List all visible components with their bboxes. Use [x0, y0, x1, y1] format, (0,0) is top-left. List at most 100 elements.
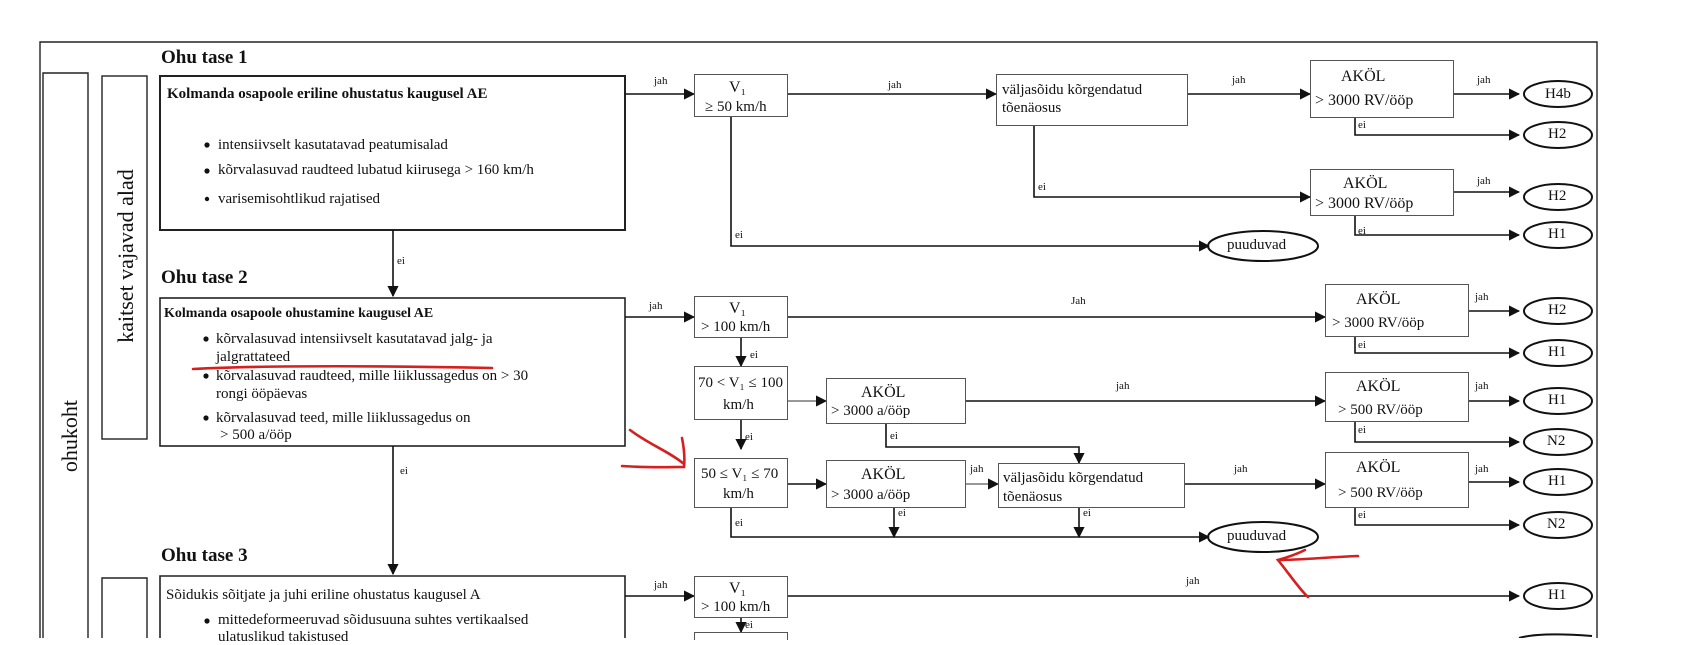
- edge-label-yes: jah: [1186, 575, 1200, 587]
- edge-label-yes: jah: [649, 300, 663, 312]
- outer-frame: [39, 41, 1598, 638]
- node-v70-100: 70 < V₁ ≤ 100 km/h: [694, 366, 788, 420]
- edge-label-yes: jah: [654, 75, 668, 87]
- edge-label-no: ei: [735, 229, 743, 241]
- node-akol-d: AKÖL > 3000 a/ööp: [826, 378, 966, 424]
- level2-box-title: Kolmanda osapoole ohustamine kaugusel AE: [164, 306, 434, 321]
- red-underline: [191, 364, 494, 371]
- level2-item: kõrvalasuvad teed, mille liiklussagedus …: [216, 410, 471, 426]
- edge-label-yes: jah: [1116, 380, 1130, 392]
- edge-label-no: ei: [898, 507, 906, 519]
- red-arrow-2-head: [1275, 548, 1310, 599]
- node-v50-70: 50 ≤ V₁ ≤ 70 km/h: [694, 458, 788, 508]
- red-arrow-1-line: [628, 428, 686, 466]
- edge-label-no: ei: [397, 255, 405, 267]
- outcome-label: H2: [1548, 188, 1567, 204]
- edge-label-no: ei: [1358, 225, 1366, 237]
- outcome-puuduvad-2: [1207, 521, 1319, 553]
- outcome-label: N2: [1547, 516, 1566, 532]
- arrows: [387, 88, 1521, 634]
- outcome-partial: [1518, 633, 1593, 638]
- edge-label-yes: jah: [888, 79, 902, 91]
- level3-box-title: Sõidukis sõitjate ja juhi eriline ohusta…: [166, 587, 481, 603]
- edge-label-no: ei: [745, 619, 753, 631]
- outcome-label: N2: [1547, 433, 1566, 449]
- red-annotations: [191, 364, 1360, 599]
- outcome-label: H4b: [1545, 86, 1571, 102]
- level3-title: Ohu tase 3: [161, 545, 248, 566]
- level3-item: mittedeformeeruvad sõidusuuna suhtes ver…: [218, 612, 529, 628]
- edge-label-yes: jah: [1234, 463, 1248, 475]
- level2-item: rongi ööpäevas: [216, 386, 308, 402]
- outcome-label: H1: [1548, 587, 1567, 603]
- outcome-h1-a: [1523, 221, 1593, 249]
- level1-title: Ohu tase 1: [161, 47, 248, 68]
- level2-item: jalgrattateed: [216, 349, 291, 365]
- level1-item: intensiivselt kasutatavad peatumisalad: [218, 137, 448, 153]
- inner-side-band-1: [101, 75, 148, 440]
- outcome-label: H1: [1548, 226, 1567, 242]
- edge-label-no: ei: [1083, 507, 1091, 519]
- node-v1-100: V₁ > 100 km/h: [694, 296, 788, 338]
- node-v1-50: V₁ ≥ 50 km/h: [694, 74, 788, 117]
- outcome-n2-a: [1523, 428, 1593, 456]
- edge-label-no: ei: [1038, 181, 1046, 193]
- node-akol-e: AKÖL > 500 RV/ööp: [1325, 372, 1469, 422]
- node-v1-100-b: V₁ > 100 km/h: [694, 576, 788, 618]
- edge-label-no: ei: [1358, 339, 1366, 351]
- edge-label-yes: jah: [1232, 74, 1246, 86]
- edge-label-yes: jah: [1477, 175, 1491, 187]
- red-arrow-1-head: [620, 436, 686, 469]
- inner-side-band-2: [101, 577, 148, 638]
- outcome-label: H1: [1548, 344, 1567, 360]
- bullet-dots: [203, 142, 210, 624]
- edge-label-yes: jah: [1475, 463, 1489, 475]
- edge-label-yes: jah: [970, 463, 984, 475]
- level3-frame: [159, 575, 626, 638]
- outcome-label: puuduvad: [1227, 528, 1287, 544]
- node-akol-f: AKÖL > 3000 a/ööp: [826, 460, 966, 508]
- node-run-probability-1: väljasõidu kõrgendatud tõenäosus: [996, 74, 1188, 126]
- outcome-label: H1: [1548, 473, 1567, 489]
- level2-item: kõrvalasuvad intensiivselt kasutatavad j…: [216, 331, 493, 347]
- edge-label-yes: jah: [1477, 74, 1491, 86]
- node-cut-off: [694, 632, 788, 640]
- edge-label-yes: jah: [1475, 380, 1489, 392]
- side-label-ohukoht: ohukoht: [57, 399, 82, 473]
- level1-item: varisemisohtlikud rajatised: [218, 191, 381, 207]
- red-arrow-2-line: [1276, 554, 1360, 562]
- level2-item: kõrvalasuvad raudteed, mille liiklussage…: [216, 368, 529, 384]
- outcome-h2-c: [1523, 297, 1593, 325]
- edge-label-no: ei: [1358, 119, 1366, 131]
- outcome-label: puuduvad: [1227, 237, 1287, 253]
- node-akol-a: AKÖL > 3000 RV/ööp: [1310, 60, 1454, 118]
- level1-box-title: Kolmanda osapoole eriline ohustatus kaug…: [167, 86, 488, 102]
- edge-label-no: ei: [890, 430, 898, 442]
- node-akol-g: AKÖL > 500 RV/ööp: [1325, 452, 1469, 508]
- level2-title: Ohu tase 2: [161, 267, 248, 288]
- edge-label-yes: jah: [1475, 291, 1489, 303]
- edge-label-no: ei: [750, 349, 758, 361]
- outcome-h4b: [1523, 80, 1593, 108]
- outcome-label: H1: [1548, 392, 1567, 408]
- outcome-h1-d: [1523, 468, 1593, 496]
- node-run-probability-2: väljasõidu kõrgendatud tõenäosus: [998, 463, 1185, 508]
- edge-label-yes: jah: [654, 579, 668, 591]
- node-akol-c: AKÖL > 3000 RV/ööp: [1325, 284, 1469, 337]
- outcome-h1-b: [1523, 339, 1593, 367]
- outcome-label: H2: [1548, 302, 1567, 318]
- outcome-label: H2: [1548, 126, 1567, 142]
- outcome-h1-e: [1523, 582, 1593, 610]
- level2-item: > 500 a/ööp: [220, 427, 292, 443]
- node-akol-b: AKÖL > 3000 RV/ööp: [1310, 169, 1454, 216]
- edge-label-yes-cap: Jah: [1071, 295, 1086, 307]
- outcome-puuduvad-1: [1207, 230, 1319, 262]
- outcome-n2-b: [1523, 511, 1593, 539]
- terminal-ovals: [1207, 80, 1593, 610]
- edge-label-no: ei: [745, 431, 753, 443]
- edge-label-no: ei: [735, 517, 743, 529]
- outcome-h2-a: [1523, 121, 1593, 149]
- level1-item: kõrvalasuvad raudteed lubatud kiirusega …: [218, 162, 534, 178]
